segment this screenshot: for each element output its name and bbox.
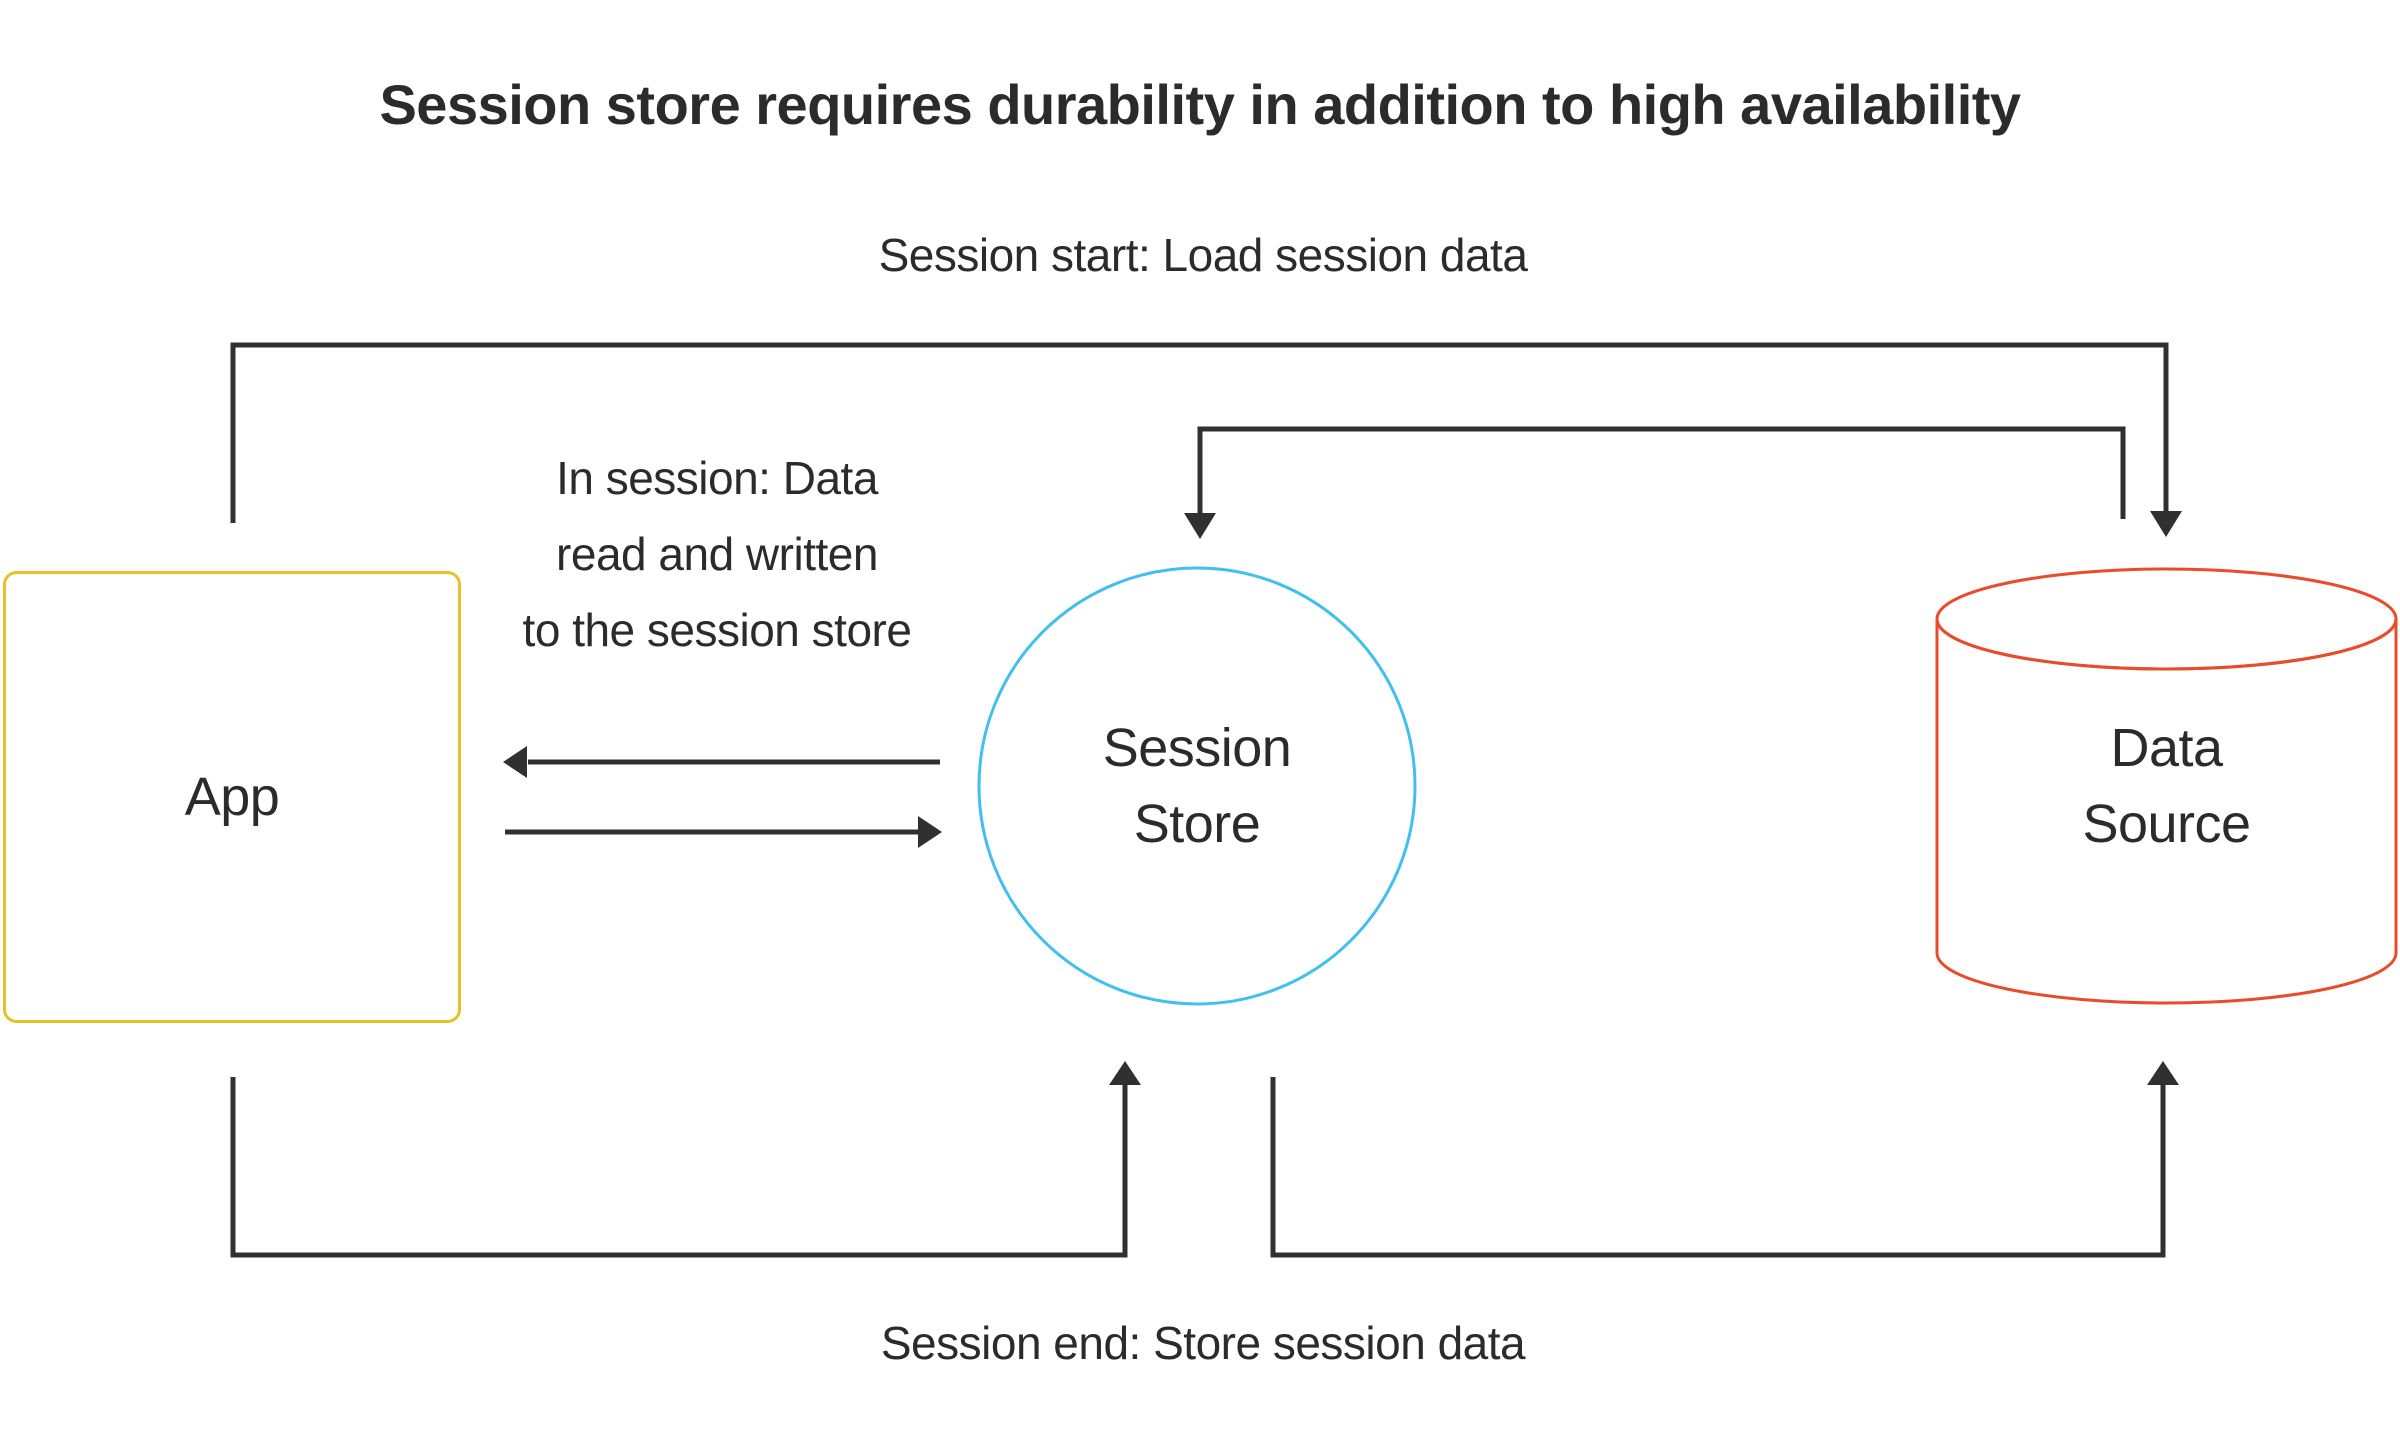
arrowhead-down-icon — [1184, 513, 1216, 539]
session-start-label: Session start: Load session data — [878, 229, 1528, 281]
session-store-label-line1: Session — [1102, 718, 1292, 778]
arrow-line — [1270, 1077, 2166, 1258]
in-session-label-line2: read and written — [556, 528, 878, 580]
page-title: Session store requires durability in add… — [379, 73, 2021, 136]
session-store-label-line2: Store — [1133, 794, 1261, 854]
arrow-line — [230, 1077, 1128, 1258]
arrowhead-up-icon — [2147, 1061, 2179, 1085]
app-box-shape — [3, 571, 461, 1023]
arrow-app-to-data-source-top — [230, 342, 2182, 537]
arrowhead-left-icon — [503, 746, 527, 778]
session-store-node-label: Session Store — [979, 568, 1415, 1004]
in-session-label-line1: In session: Data — [556, 452, 878, 504]
arrow-line — [1197, 426, 2126, 519]
arrow-data-source-to-session-store-top — [1184, 426, 2126, 539]
arrow-session-store-to-app-middle — [503, 746, 940, 778]
in-session-label-line3: to the session store — [522, 604, 912, 656]
session-end-label: Session end: Store session data — [880, 1317, 1526, 1369]
session-store-circle-shape — [977, 566, 1417, 1006]
arrowhead-up-icon — [1109, 1061, 1141, 1085]
data-source-cylinder-shape — [1935, 567, 2398, 1005]
arrow-app-to-session-store-middle — [505, 816, 942, 848]
arrow-app-to-session-store-bottom — [230, 1061, 1141, 1258]
in-session-label: In session: Data read and written to the… — [523, 440, 912, 668]
arrowhead-down-icon — [2150, 511, 2182, 537]
arrow-line — [230, 342, 2169, 523]
data-source-label-line1: Data — [2110, 718, 2223, 778]
data-source-label-line2: Source — [2082, 794, 2251, 854]
arrow-session-store-to-data-source-bottom — [1270, 1061, 2179, 1258]
app-node-label-text: App — [184, 767, 280, 827]
app-node-label: App — [3, 571, 461, 1023]
arrowhead-right-icon — [918, 816, 942, 848]
cylinder-top-ellipse — [1935, 567, 2398, 671]
data-source-node-label: Data Source — [1937, 569, 2396, 1003]
